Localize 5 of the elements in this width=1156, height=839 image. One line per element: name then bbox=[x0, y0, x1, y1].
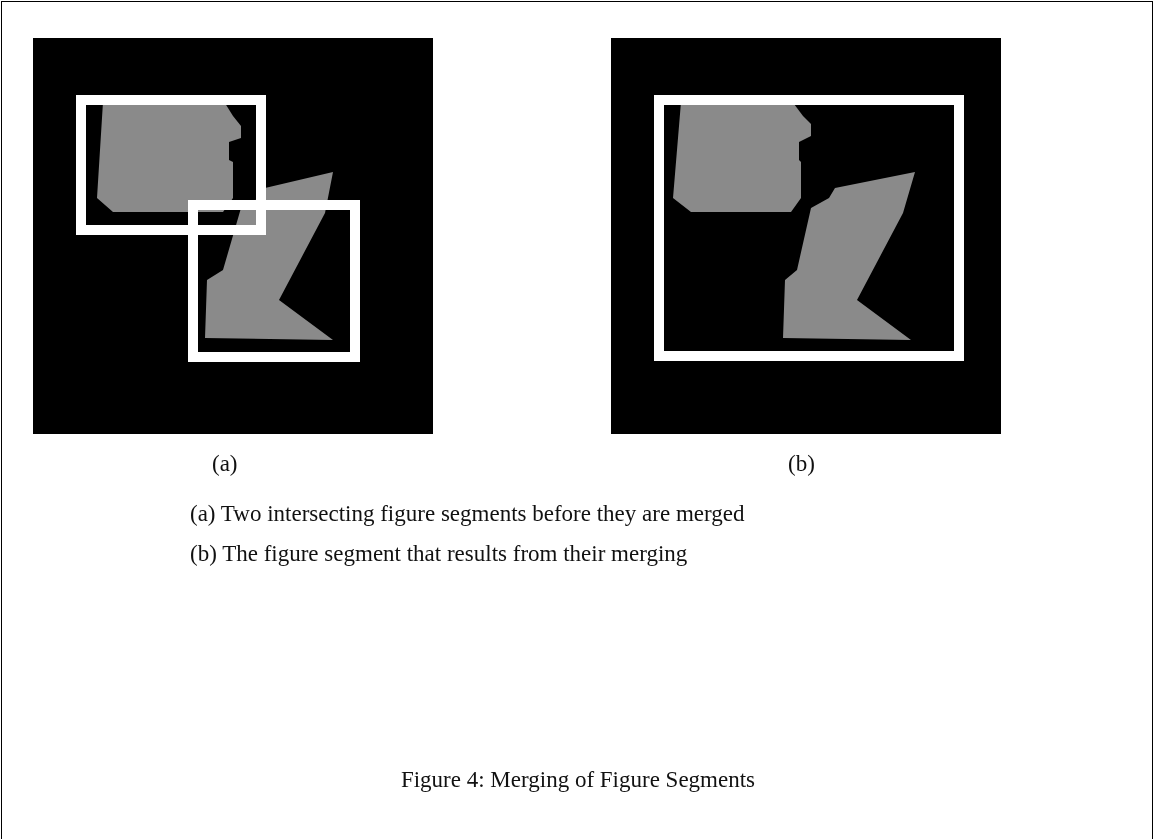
caption-line: (b) The figure segment that results from their merging bbox=[190, 540, 688, 568]
figure-caption: Figure 4: Merging of Figure Segments bbox=[400, 766, 756, 794]
panel-label: (b) bbox=[788, 450, 815, 478]
panel-label: (a) bbox=[212, 450, 238, 478]
caption-line: (a) Two intersecting figure segments before they are merged bbox=[190, 500, 745, 528]
